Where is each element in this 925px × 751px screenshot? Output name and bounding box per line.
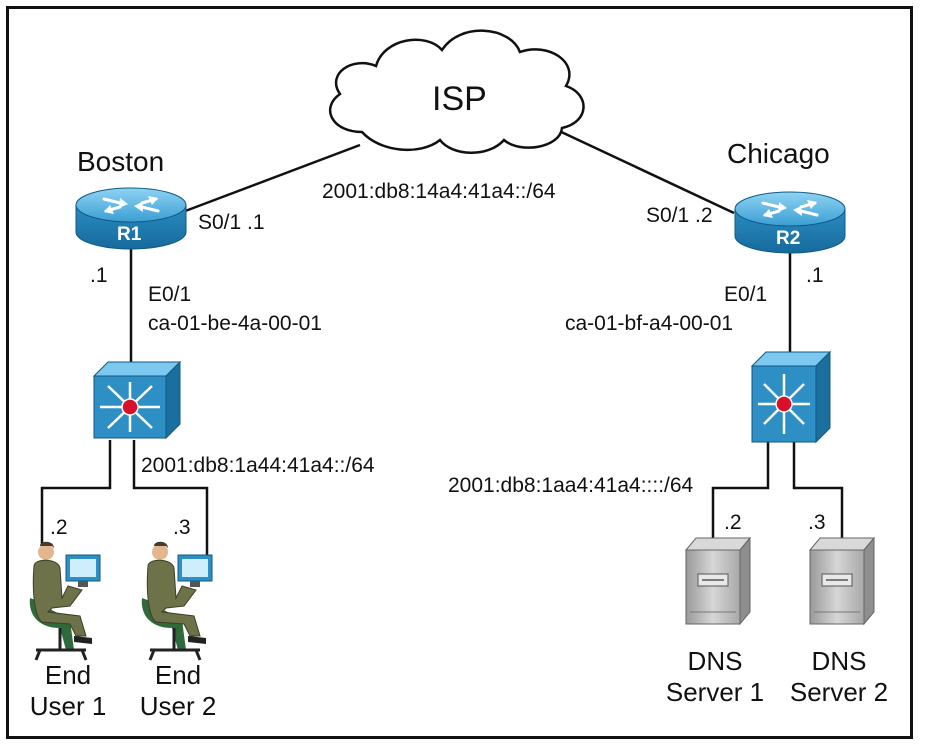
- r2-lan-interface-label: E0/1: [724, 283, 768, 306]
- link-end-user-2: [132, 440, 209, 555]
- router-r1-icon: [75, 187, 187, 250]
- diagram-frame: [6, 6, 913, 739]
- dns-server-1-label-line2: Server 1: [665, 676, 765, 707]
- dns-server-2-label-line1: DNS: [811, 646, 867, 676]
- isp-cloud: [329, 29, 585, 154]
- switch-left-icon: [92, 360, 182, 440]
- link-dns-server-1: [711, 440, 770, 538]
- end-user-1-label-line2: User 1: [29, 690, 107, 721]
- link-dns-server-2: [792, 440, 844, 538]
- wan-link-r2: [539, 120, 735, 215]
- r2-lan-host-label: .1: [806, 264, 824, 287]
- dns-server-2-label-line2: Server 2: [789, 676, 889, 707]
- router-r2-icon: [734, 191, 846, 254]
- r2-lan-mac-label: ca-01-bf-a4-00-01: [565, 312, 734, 335]
- switch-right-icon: [750, 350, 832, 444]
- site-boston-label: Boston: [77, 146, 165, 177]
- end-user-2-icon: [141, 541, 213, 661]
- router-r2-label: R2: [776, 228, 801, 249]
- dns-server-1-label-line1: DNS: [687, 646, 743, 676]
- r1-serial-interface-label: S0/1 .1: [198, 211, 265, 234]
- dns-server-2-host-label: .3: [808, 511, 826, 534]
- link-end-user-1: [40, 440, 112, 555]
- router-r1-label: R1: [117, 224, 142, 245]
- isp-cloud-label: ISP: [432, 80, 487, 118]
- wan-link-r1: [179, 143, 361, 215]
- r1-lan-interface-label: E0/1: [148, 283, 192, 306]
- dns-server-2-icon: [808, 536, 876, 626]
- dns-server-1-label: DNS Server 1: [656, 646, 774, 707]
- left-lan-network-label: 2001:db8:1a44:41a4::/64: [141, 454, 375, 477]
- dns-server-1-host-label: .2: [724, 511, 742, 534]
- dns-server-2-label: DNS Server 2: [780, 646, 898, 707]
- dns-server-1-icon: [684, 536, 752, 626]
- r1-lan-mac-label: ca-01-be-4a-00-01: [148, 312, 322, 335]
- end-user-2-label: End User 2: [128, 660, 228, 721]
- end-user-2-host-label: .3: [173, 516, 191, 539]
- end-user-2-label-line1: End: [154, 660, 202, 690]
- links: [40, 120, 844, 555]
- wan-network-label: 2001:db8:14a4:41a4::/64: [322, 180, 556, 203]
- end-user-2-label-line2: User 2: [139, 690, 217, 721]
- site-chicago-label: Chicago: [727, 138, 830, 169]
- end-user-1-label-line1: End: [44, 660, 92, 690]
- r2-serial-interface-label: S0/1 .2: [646, 204, 713, 227]
- r1-lan-host-label: .1: [90, 264, 108, 287]
- end-user-1-host-label: .2: [50, 516, 68, 539]
- end-user-1-icon: [29, 541, 101, 661]
- end-user-1-label: End User 1: [18, 660, 118, 721]
- right-lan-network-label: 2001:db8:1aa4:41a4::::/64: [448, 474, 694, 497]
